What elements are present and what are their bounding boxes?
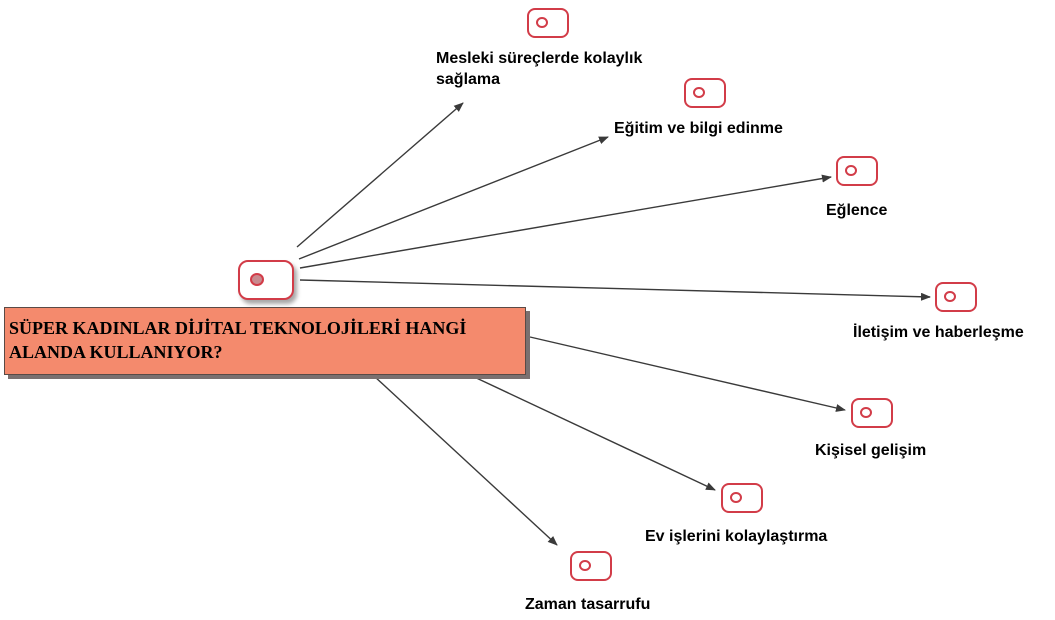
node-label-n2[interactable]: Eğitim ve bilgi edinme: [614, 120, 783, 137]
code-icon-n1[interactable]: [527, 8, 569, 38]
arrow-to-n3: [299, 174, 832, 269]
central-code-icon[interactable]: [238, 260, 294, 300]
node-label-n4[interactable]: İletişim ve haberleşme: [853, 324, 1024, 341]
central-question-box[interactable]: SÜPER KADINLAR DİJİTAL TEKNOLOJİLERİ HAN…: [4, 307, 526, 375]
node-label-n6[interactable]: Ev işlerini kolaylaştırma: [645, 528, 828, 545]
code-icon-n6[interactable]: [721, 483, 763, 513]
arrow-to-n2: [298, 136, 609, 260]
code-icon-n2[interactable]: [684, 78, 726, 108]
code-icon-n5[interactable]: [851, 398, 893, 428]
arrow-to-n1: [296, 102, 464, 248]
arrow-to-n5: [529, 336, 846, 412]
code-icon-n7[interactable]: [570, 551, 612, 581]
code-icon-n3[interactable]: [836, 156, 878, 186]
node-label-n5[interactable]: Kişisel gelişim: [815, 442, 927, 459]
arrow-to-n4: [299, 279, 931, 301]
arrow-to-n7: [373, 375, 558, 546]
node-label-n3[interactable]: Eğlence: [826, 202, 888, 219]
node-label-n1[interactable]: Mesleki süreçlerde kolaylık sağlama: [436, 50, 643, 88]
code-icon-n4[interactable]: [935, 282, 977, 312]
arrow-to-n6: [469, 374, 716, 491]
node-label-n7[interactable]: Zaman tasarrufu: [525, 596, 651, 613]
